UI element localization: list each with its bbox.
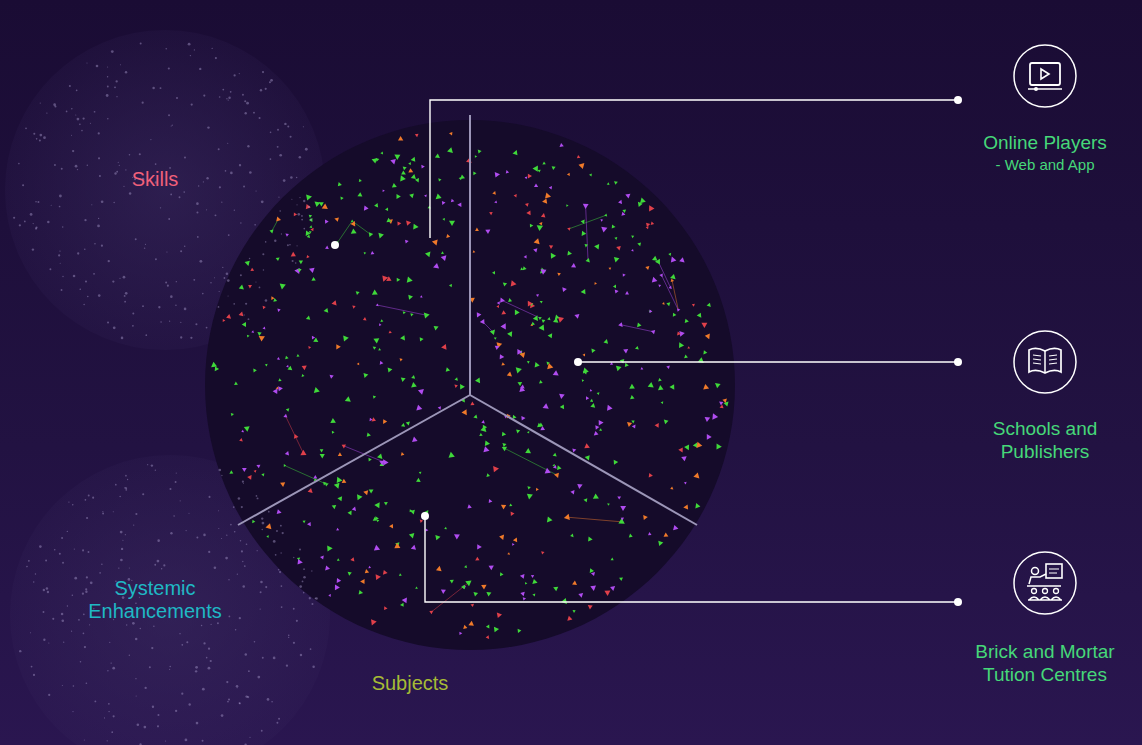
marker-dot xyxy=(331,241,339,249)
channel-label: Brick and Mortar Tution Centres xyxy=(965,640,1125,686)
book-icon xyxy=(1012,329,1078,395)
channel-node: Online Players - Web and App xyxy=(960,43,1130,174)
leader-connector xyxy=(430,96,962,238)
systemic-label: Systemic Enhancements xyxy=(50,577,260,623)
subjects-sphere-node: Subjects xyxy=(205,120,735,650)
network-dots xyxy=(13,43,729,745)
classroom-icon xyxy=(1012,550,1078,616)
channel-label: Online Players xyxy=(960,131,1130,154)
player-icon xyxy=(1012,43,1078,109)
leader-connector xyxy=(421,512,962,606)
channel-label: Schools and Publishers xyxy=(970,417,1120,463)
sector-dividers xyxy=(238,115,697,525)
channel-node: Brick and Mortar Tution Centres xyxy=(960,550,1130,686)
leader-connector xyxy=(574,358,962,366)
skills-label: Skills xyxy=(0,168,325,191)
skills-circle: Skills xyxy=(5,30,325,350)
subjects-label: Subjects xyxy=(85,672,735,695)
channel-node: Schools and Publishers xyxy=(960,329,1130,463)
channel-sublabel: - Web and App xyxy=(960,156,1130,174)
